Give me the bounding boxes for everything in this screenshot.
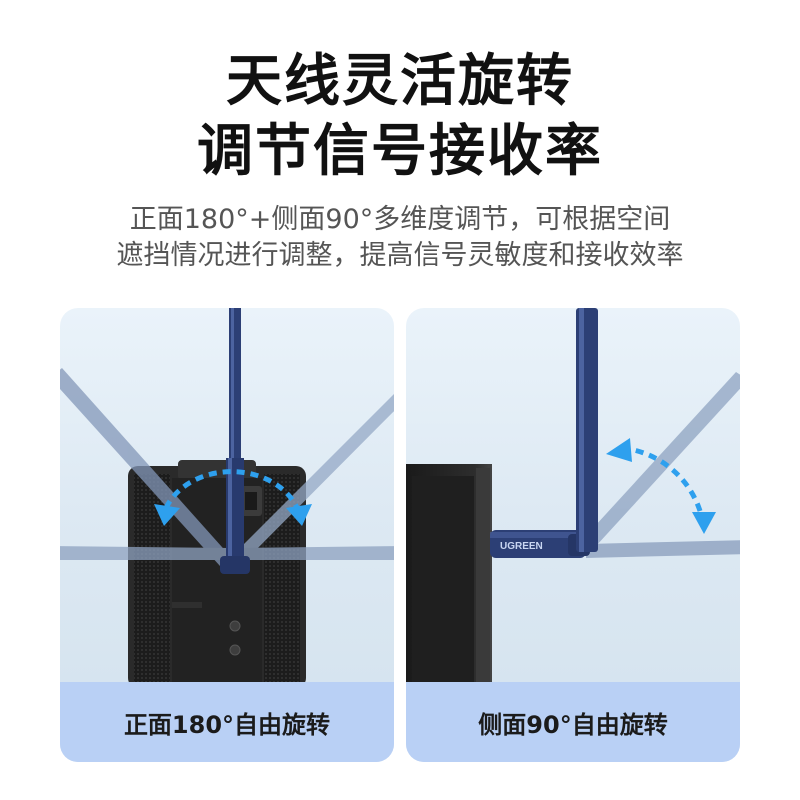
antenna-vertical <box>220 308 250 574</box>
rotation-arrow-icon <box>154 469 312 526</box>
card-caption: 侧面90°自由旋转 <box>406 682 740 762</box>
headline-line-1: 天线灵活旋转 <box>226 49 574 114</box>
front-rotation-card: 正面180°自由旋转 <box>60 308 394 762</box>
side-rotation-card: UGREEN 侧面90°自由旋转 <box>406 308 740 762</box>
usb-adapter: UGREEN <box>490 530 590 558</box>
ghost-antennas <box>584 372 740 558</box>
front-view-illustration <box>60 308 394 688</box>
headline-line-2: 调节信号接收率 <box>197 119 603 184</box>
subtitle-line-2: 遮挡情况进行调整，提高信号灵敏度和接收效率 <box>116 240 684 271</box>
subtitle-line-1: 正面180°+侧面90°多维度调节，可根据空间 <box>129 204 671 235</box>
brand-label: UGREEN <box>500 541 543 552</box>
card-caption: 正面180°自由旋转 <box>60 682 394 762</box>
rotation-arrow-icon <box>606 438 716 534</box>
ghost-antennas <box>60 368 394 566</box>
side-view-illustration: UGREEN <box>406 308 740 688</box>
antenna-vertical <box>576 308 598 552</box>
pc-case-side <box>406 464 492 688</box>
pc-case <box>128 460 306 688</box>
